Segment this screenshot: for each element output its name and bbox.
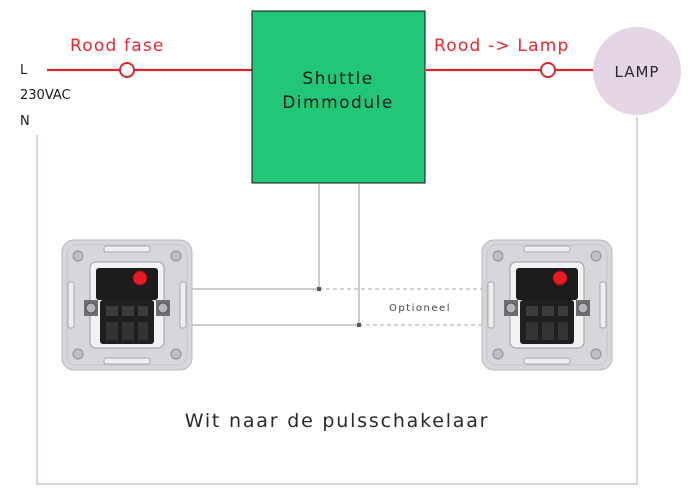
module-label-line2: Dimmodule xyxy=(282,93,394,113)
neutral-wire xyxy=(36,117,638,485)
dimmer-module xyxy=(251,10,426,184)
red-terminal-left xyxy=(119,62,135,78)
label-rood-lamp: Rood -> Lamp xyxy=(434,36,569,56)
lamp xyxy=(593,27,681,115)
label-optioneel: Optioneel xyxy=(389,303,451,314)
junction-dot-2 xyxy=(357,323,361,327)
label-voltage: 230VAC xyxy=(20,88,71,103)
push-button-switch-icon xyxy=(481,239,613,371)
module-label-line1: Shuttle xyxy=(302,69,373,89)
label-l: L xyxy=(20,63,28,78)
lamp-label: LAMP xyxy=(615,63,660,81)
red-terminal-right xyxy=(540,62,556,78)
push-button-switch-icon xyxy=(61,239,193,371)
label-n: N xyxy=(20,114,30,129)
caption: Wit naar de pulsschakelaar xyxy=(185,410,490,432)
label-rood-fase: Rood fase xyxy=(70,36,165,56)
junction-dot-1 xyxy=(317,287,321,291)
